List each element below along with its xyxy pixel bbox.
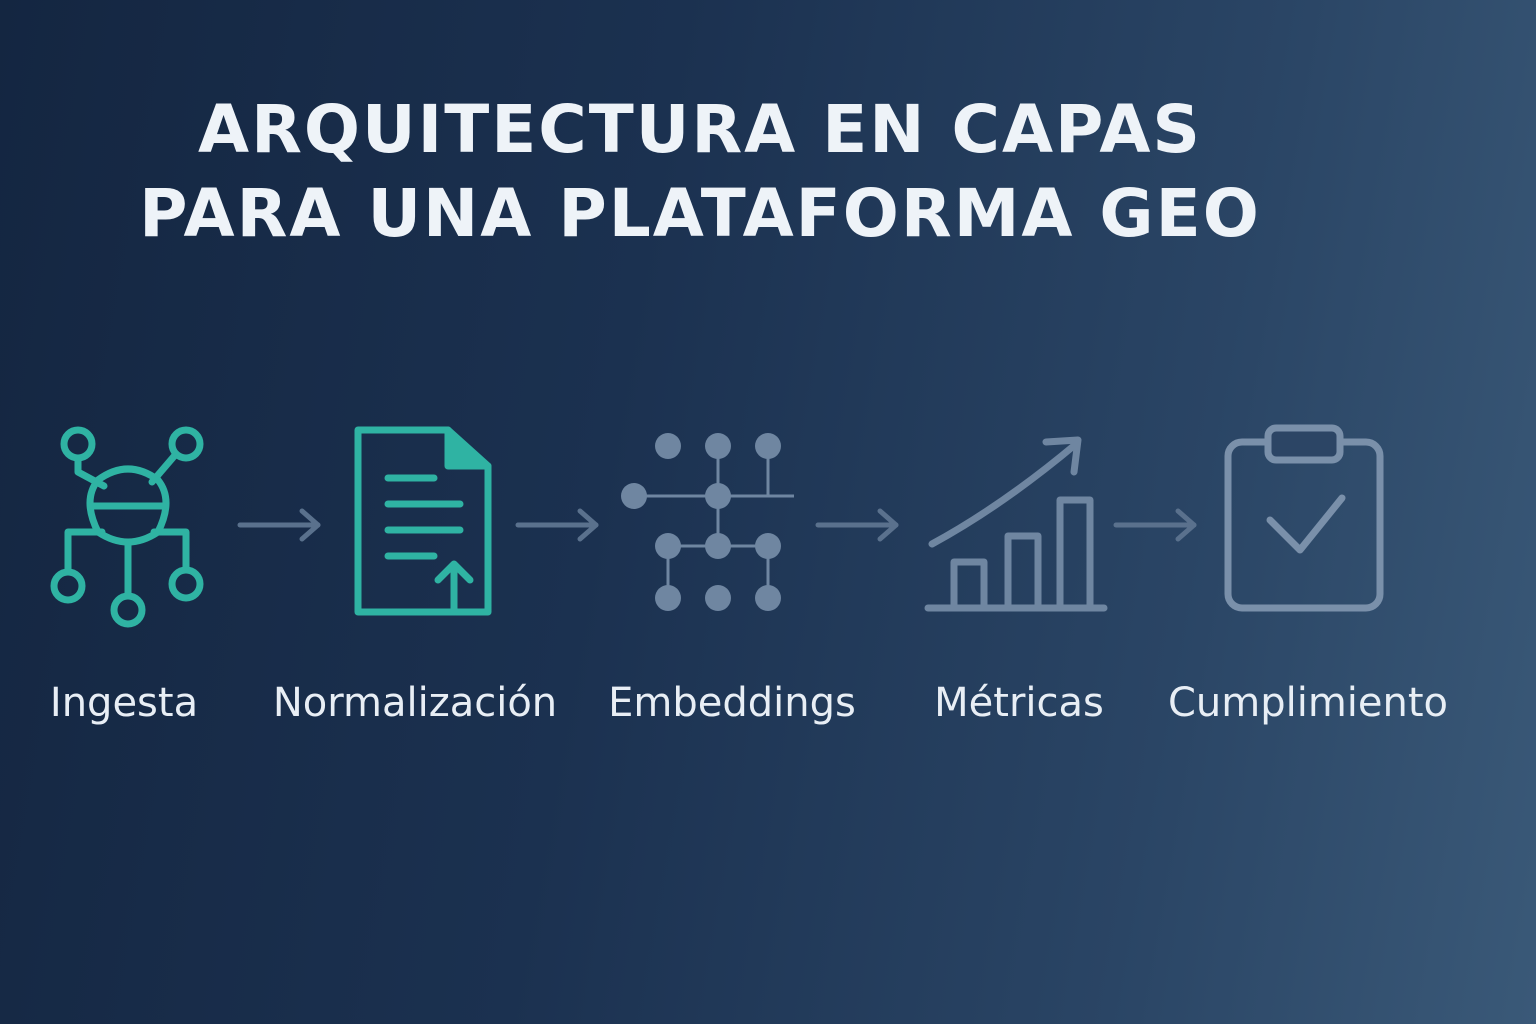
clipboard-check-icon: [1220, 420, 1384, 630]
stage-label-embeddings: Embeddings: [608, 680, 856, 726]
flow-arrow-2-icon: [514, 505, 604, 545]
stage-label-ingesta: Ingesta: [49, 680, 199, 726]
network-nodes-icon: [48, 420, 208, 630]
document-upload-icon: [350, 420, 510, 630]
dot-grid-icon: [612, 420, 802, 630]
title-line-2: PARA UNA PLATAFORMA GEO: [139, 175, 1261, 252]
flow-arrow-3-icon: [814, 505, 904, 545]
diagram-title: ARQUITECTURA EN CAPAS PARA UNA PLATAFORM…: [0, 88, 1400, 256]
flow-arrow-1-icon: [236, 505, 326, 545]
title-line-1: ARQUITECTURA EN CAPAS: [198, 91, 1202, 168]
bar-chart-trend-icon: [922, 420, 1112, 630]
stage-label-normalizacion: Normalización: [272, 680, 558, 726]
stage-label-cumplimiento: Cumplimiento: [1167, 680, 1449, 726]
stage-label-metricas: Métricas: [934, 680, 1104, 726]
flow-arrow-4-icon: [1112, 505, 1202, 545]
